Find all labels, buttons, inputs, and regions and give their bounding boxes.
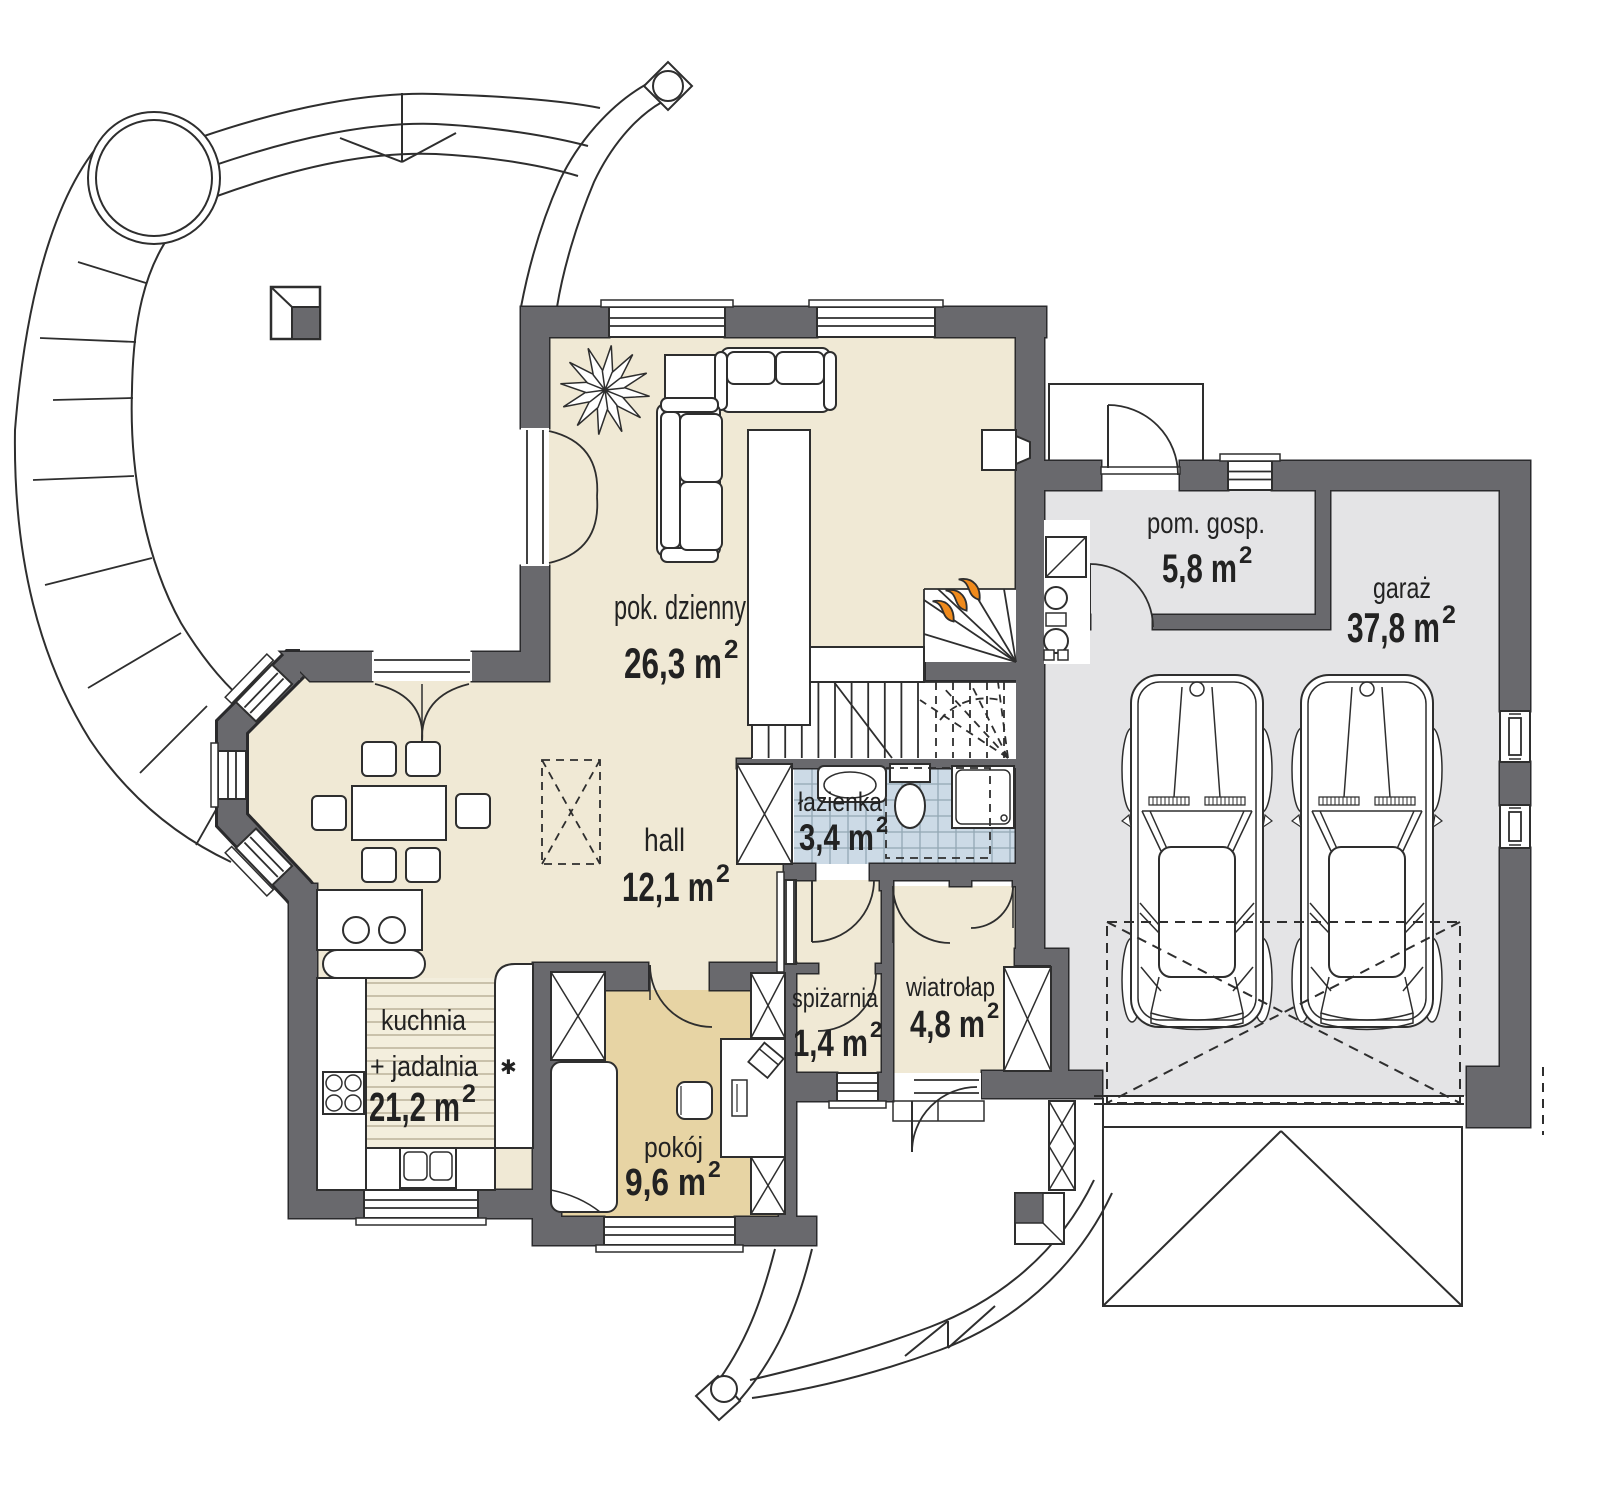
svg-text:2: 2 — [724, 634, 738, 664]
svg-text:pok. dzienny: pok. dzienny — [614, 589, 746, 627]
svg-text:łazienka: łazienka — [798, 787, 883, 817]
svg-text:pokój: pokój — [644, 1132, 703, 1164]
svg-text:garaż: garaż — [1373, 572, 1431, 605]
svg-text:2: 2 — [716, 860, 730, 888]
svg-text:2: 2 — [876, 812, 888, 837]
svg-text:2: 2 — [1442, 601, 1456, 629]
svg-text:5,8 m: 5,8 m — [1162, 547, 1237, 591]
svg-text:21,2 m: 21,2 m — [369, 1084, 460, 1130]
svg-text:hall: hall — [644, 822, 685, 858]
svg-text:37,8 m: 37,8 m — [1347, 604, 1440, 651]
svg-text:2: 2 — [462, 1080, 476, 1108]
svg-text:spiżarnia: spiżarnia — [792, 983, 879, 1013]
svg-text:9,6 m: 9,6 m — [625, 1162, 706, 1204]
svg-text:2: 2 — [708, 1156, 721, 1182]
svg-text:2: 2 — [870, 1017, 882, 1042]
svg-text:4,8 m: 4,8 m — [910, 1004, 985, 1046]
svg-text:26,3 m: 26,3 m — [624, 640, 722, 688]
svg-text:kuchnia: kuchnia — [381, 1005, 467, 1037]
svg-text:+ jadalnia: + jadalnia — [370, 1051, 479, 1083]
svg-text:pom. gosp.: pom. gosp. — [1147, 507, 1265, 540]
svg-text:1,4 m: 1,4 m — [793, 1023, 868, 1065]
svg-text:3,4 m: 3,4 m — [799, 817, 874, 858]
svg-text:wiatrołap: wiatrołap — [905, 972, 995, 1002]
svg-text:2: 2 — [1239, 542, 1252, 569]
svg-text:✱: ✱ — [500, 1057, 517, 1079]
svg-text:12,1 m: 12,1 m — [622, 864, 714, 910]
svg-text:2: 2 — [987, 998, 999, 1023]
